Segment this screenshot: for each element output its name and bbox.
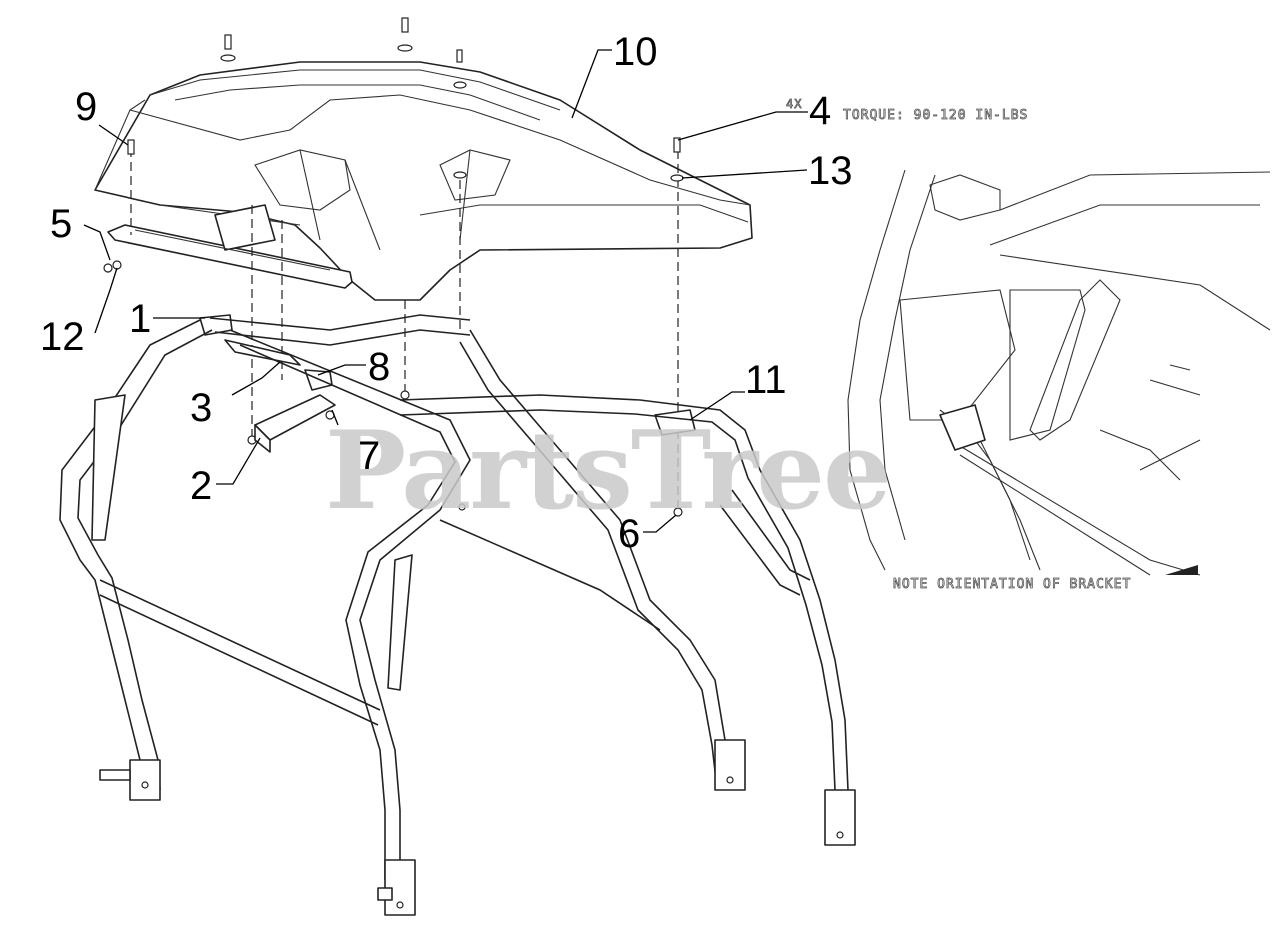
torque-note: TORQUE: 90-120 IN-LBS (843, 108, 1028, 123)
quantity-note: 4X (786, 97, 802, 111)
roof-canopy (94, 61, 753, 301)
roll-bar-frame (59, 314, 856, 916)
callout-7: 7 (358, 434, 380, 478)
callout-12: 12 (40, 315, 85, 359)
callout-11: 11 (745, 358, 787, 402)
orientation-note: NOTE ORIENTATION OF BRACKET (893, 577, 1131, 592)
detail-inset (847, 169, 1271, 576)
notes: 4X TORQUE: 90-120 IN-LBS NOTE ORIENTATIO… (786, 97, 1131, 593)
canopy-bracket (107, 204, 353, 289)
leader-lines (83, 49, 808, 533)
callout-13: 13 (808, 149, 853, 193)
callout-5: 5 (50, 202, 72, 246)
callout-9: 9 (75, 85, 97, 129)
callout-8: 8 (368, 345, 390, 389)
callout-3: 3 (190, 386, 212, 430)
watermark-text: PartsTree (325, 408, 890, 534)
callout-labels: 10 4 13 9 5 12 1 8 3 7 2 11 6 (40, 30, 853, 556)
callout-4: 4 (809, 89, 831, 133)
mounting-brackets (199, 314, 696, 453)
hardware (103, 17, 684, 517)
callout-2: 2 (190, 464, 212, 508)
callout-1: 1 (129, 297, 151, 341)
callout-10: 10 (613, 30, 658, 74)
callout-6: 6 (618, 512, 640, 556)
